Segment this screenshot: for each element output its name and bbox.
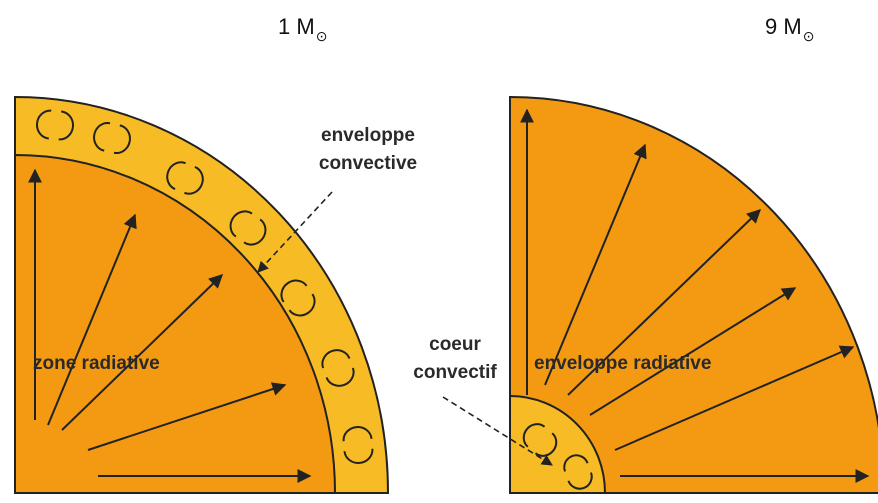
convection-cell — [93, 122, 131, 154]
right-envelope-label: enveloppe radiative — [534, 353, 711, 374]
core-convection-cells — [522, 423, 593, 490]
left-interior-label: zone radiative — [33, 353, 160, 374]
convection-cells — [36, 109, 374, 464]
convection-cell — [321, 349, 355, 387]
radiation-arrows — [520, 108, 870, 483]
convective-core-region — [509, 394, 607, 494]
radiation-arrow — [61, 274, 224, 431]
radiation-arrow — [87, 382, 287, 451]
convection-cell — [342, 426, 374, 464]
left-envelope-label-line2: convective — [319, 153, 417, 174]
left-envelope-label-line1: enveloppe — [321, 125, 415, 146]
radiation-arrow — [47, 213, 137, 426]
radiative-envelope-region — [509, 95, 878, 494]
left-sun-symbol: ⊙ — [316, 28, 328, 44]
convection-cell — [563, 454, 593, 490]
radiation-arrows — [28, 168, 312, 483]
convection-cell — [166, 161, 204, 195]
radiation-arrow — [589, 287, 797, 416]
convection-cell — [36, 109, 74, 141]
right-mass-label: 9 M — [765, 14, 802, 39]
radiation-arrow — [614, 345, 855, 451]
svg-text:1 M⊙: 1 M⊙ — [278, 14, 327, 44]
right-star-9msun: 9 M⊙ coeur convectif enveloppe radiative — [413, 14, 878, 494]
right-core-label-line1: coeur — [429, 334, 481, 355]
radiation-arrow — [567, 209, 762, 396]
left-mass-label: 1 M — [278, 14, 315, 39]
radiation-arrow — [544, 143, 647, 386]
convection-cell — [280, 279, 316, 317]
right-core-label-line2: convectif — [413, 362, 497, 383]
core-pointer-arrow — [442, 396, 553, 466]
envelope-pointer-arrow — [257, 191, 333, 273]
svg-text:9 M⊙: 9 M⊙ — [765, 14, 814, 44]
convection-cell — [522, 423, 558, 457]
right-sun-symbol: ⊙ — [803, 28, 815, 44]
radiative-zone-region — [14, 153, 337, 494]
convection-cell — [229, 210, 267, 246]
left-star-1msun: 1 M⊙ enveloppe convective zone radiative — [14, 14, 417, 494]
